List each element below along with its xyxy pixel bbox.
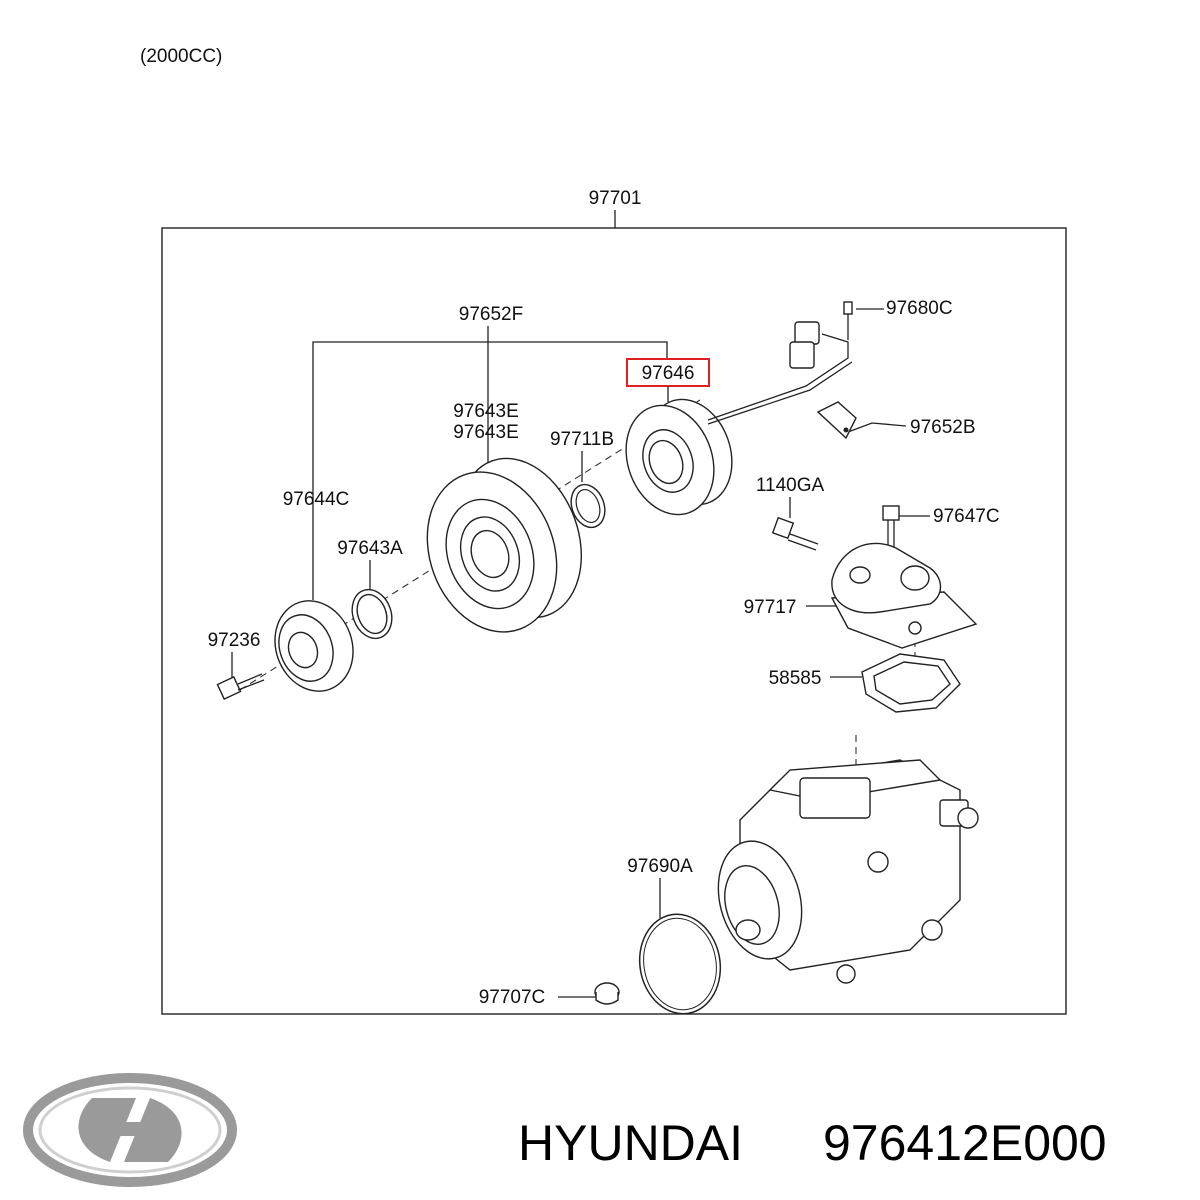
valve-cover-drawing [830,542,978,649]
label-97690A: 97690A [627,856,693,877]
assembly-label: 97701 [589,188,642,209]
label-97711B: 97711B [550,429,614,450]
caption-part-number: 976412E000 [823,1115,1107,1171]
o-ring-drawing [638,913,722,1015]
gasket-drawing [861,653,961,713]
compressor-drawing [717,759,979,984]
bracket-97652B-drawing [816,401,857,440]
cap-drawing [594,982,620,1005]
label-97643E-2: 97643E [453,422,519,443]
clutch-hub-drawing [274,600,354,692]
label-58585: 58585 [769,668,822,689]
label-97236: 97236 [208,630,261,651]
bolt-1140GA-drawing [771,516,819,551]
snap-ring-97643A-drawing [351,588,393,640]
label-97643E-1: 97643E [453,401,519,422]
label-97717: 97717 [744,597,797,618]
label-97643A: 97643A [337,538,403,559]
wire-connector-drawing [707,301,853,425]
engine-note: (2000CC) [140,46,222,67]
label-97707C: 97707C [479,987,546,1008]
label-97647C: 97647C [933,506,1000,527]
label-97680C: 97680C [886,298,953,319]
snap-ring-97711B-drawing [570,483,606,529]
label-97652B: 97652B [910,417,976,438]
label-97644C: 97644C [283,489,350,510]
label-97652F: 97652F [459,304,523,325]
label-1140GA: 1140GA [756,475,825,496]
caption-brand: HYUNDAI [518,1115,743,1171]
field-coil-drawing [625,398,733,516]
assembly-frame [161,227,1067,1015]
bolt-97236-drawing [216,673,265,700]
hyundai-logo-icon [23,1073,237,1187]
pulley-drawing [426,457,582,633]
label-97646: 97646 [642,363,695,384]
